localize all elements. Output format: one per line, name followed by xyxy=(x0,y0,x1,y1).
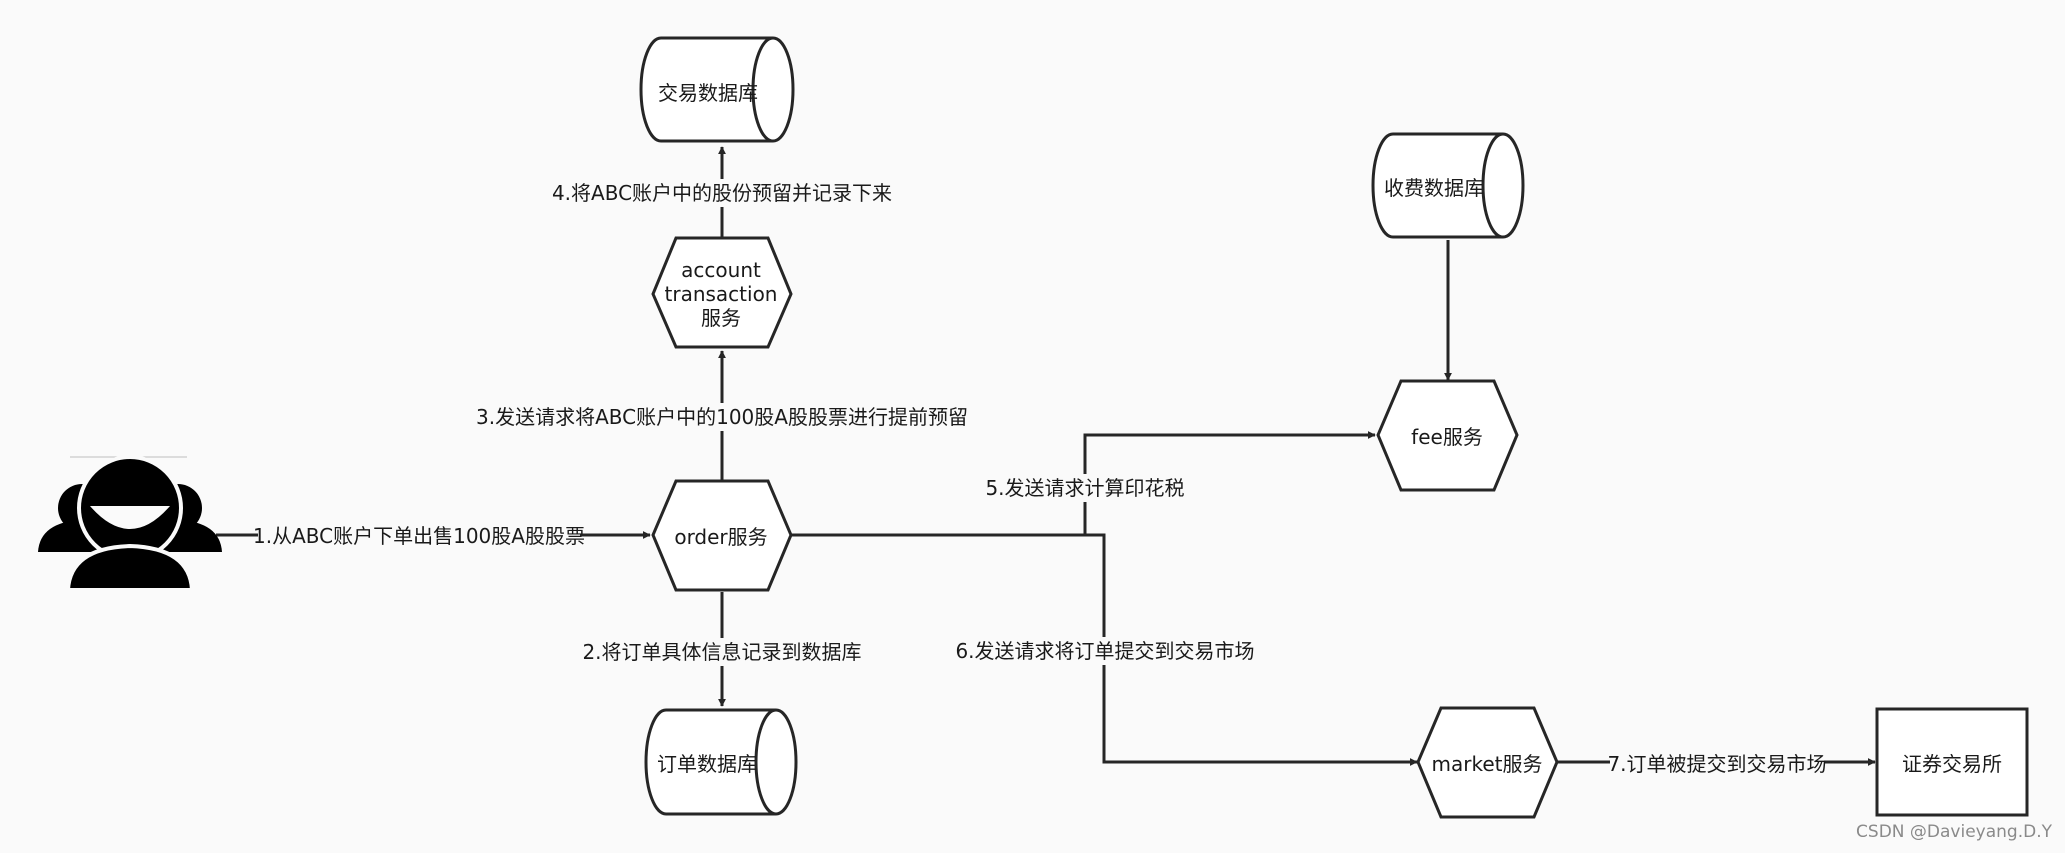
watermark: CSDN @Davieyang.D.Y xyxy=(1856,822,2053,842)
market-service-label: market服务 xyxy=(1432,752,1543,776)
fee-db-node[interactable]: 收费数据库 xyxy=(1371,132,1525,239)
users-icon xyxy=(38,455,222,592)
order-service-label: order服务 xyxy=(674,525,767,549)
account-service-label-line1: account xyxy=(681,258,761,282)
exchange-node[interactable]: 证券交易所 xyxy=(1875,707,2029,817)
fee-service-node[interactable]: fee服务 xyxy=(1376,379,1519,492)
fee-db-label: 收费数据库 xyxy=(1384,176,1484,200)
account-transaction-service-node[interactable]: account transaction 服务 xyxy=(651,236,793,349)
order-service-node[interactable]: order服务 xyxy=(651,479,793,592)
edge-label-step4: 4.将ABC账户中的股份预留并记录下来 xyxy=(552,181,892,205)
edge-label-step5: 5.发送请求计算印花税 xyxy=(985,476,1184,500)
account-service-label-line2: transaction xyxy=(665,282,778,306)
edge-label-step2: 2.将订单具体信息记录到数据库 xyxy=(582,640,861,664)
edge-label-step1: 1.从ABC账户下单出售100股A股股票 xyxy=(253,524,585,548)
edge-label-step7: 7.订单被提交到交易市场 xyxy=(1607,752,1826,776)
market-service-node[interactable]: market服务 xyxy=(1416,706,1559,819)
trade-db-node[interactable]: 交易数据库 xyxy=(639,36,795,143)
order-db-node[interactable]: 订单数据库 xyxy=(644,708,798,816)
trade-db-label: 交易数据库 xyxy=(658,81,758,105)
edge-label-step6: 6.发送请求将订单提交到交易市场 xyxy=(955,639,1254,663)
fee-service-label: fee服务 xyxy=(1411,425,1483,449)
account-service-label-line3: 服务 xyxy=(701,306,741,330)
edge-label-step3: 3.发送请求将ABC账户中的100股A股股票进行提前预留 xyxy=(476,405,968,429)
order-db-label: 订单数据库 xyxy=(657,752,757,776)
exchange-label: 证券交易所 xyxy=(1902,752,2002,776)
